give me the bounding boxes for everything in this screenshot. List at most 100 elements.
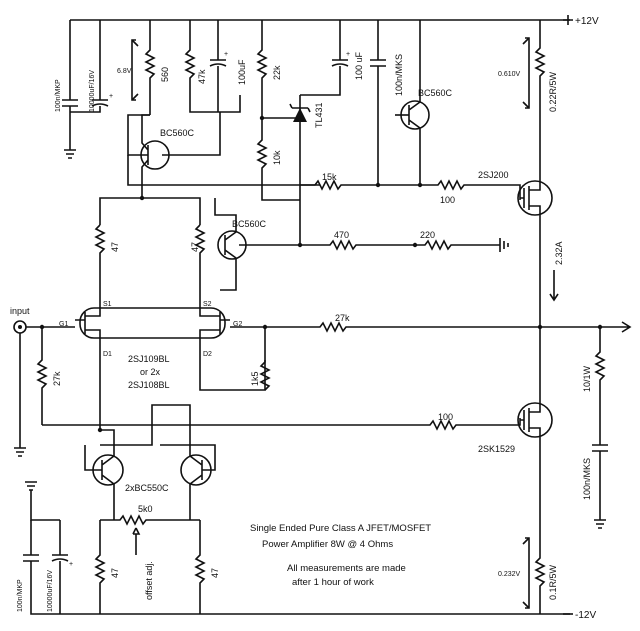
r-47-right-label: 47: [190, 242, 200, 252]
resistor-100-bottom: [42, 418, 521, 431]
pin-g2-label: G2: [233, 321, 242, 328]
resistor-1k5: [259, 327, 271, 391]
note-line-1: Single Ended Pure Class A JFET/MOSFET: [250, 523, 431, 534]
transistor-bc560c-topright: [395, 20, 430, 185]
resistor-47-left: [94, 224, 106, 310]
pin-d2-label: D2: [203, 351, 212, 358]
note-line-4: after 1 hour of work: [292, 577, 374, 588]
r-22k-label: 22k: [272, 65, 282, 80]
zobel-network: [592, 327, 608, 529]
mosfet-2sj200: [517, 178, 553, 225]
c-100n-mks-bot-label: 100n/MKS: [582, 458, 592, 500]
r-47k-label: 47k: [197, 69, 207, 84]
c-100n-mkp-bot-label: 100n/MKP: [17, 579, 24, 612]
note-line-3: All measurements are made: [287, 563, 406, 574]
svg-text:+: +: [224, 51, 228, 58]
resistor-01r: [534, 520, 546, 614]
c-100n-mkp-top-label: 100n/MKP: [55, 79, 62, 112]
resistor-47-right: [194, 224, 206, 310]
resistor-220: [415, 238, 509, 252]
r-27k-fb-label: 27k: [335, 313, 350, 323]
meter-0232v-label: 0.232V: [498, 571, 521, 578]
resistor-47-bottom-right: [194, 520, 206, 614]
positive-rail: [70, 15, 573, 25]
c-100uf-left-label: 100uF: [237, 59, 247, 85]
voltmeter-0232v: [522, 537, 530, 609]
svg-text:+: +: [109, 93, 113, 100]
tl431-label: TL431: [314, 102, 324, 128]
r-220-label: 220: [420, 230, 435, 240]
r-47-bl-label: 47: [110, 568, 120, 578]
meter-6v8-label: 6.8V: [117, 68, 132, 75]
jfet-dual-pair: [75, 307, 266, 430]
input-label: input: [10, 306, 30, 316]
pot-5k0-label: 5k0: [138, 504, 153, 514]
voltmeter-6v8: [131, 39, 139, 101]
r-47-left-label: 47: [110, 242, 120, 252]
diff-pair-tail: [99, 197, 201, 225]
resistor-47k: [184, 20, 241, 113]
r-27k-in-label: 27k: [52, 371, 62, 386]
offset-adj-label: offset adj.: [144, 561, 154, 600]
q-bc560c-left-label: BC560C: [160, 128, 195, 138]
r-10k-label: 10k: [272, 150, 282, 165]
q-2xbc550c-label: 2xBC550C: [125, 483, 169, 493]
current-mirror-2xbc550c: [84, 404, 216, 520]
pin-d1-label: D1: [103, 351, 112, 358]
r-100-bot-label: 100: [438, 412, 453, 422]
r-100-top-label: 100: [440, 195, 455, 205]
r-470-label: 470: [334, 230, 349, 240]
pin-s2-label: S2: [203, 301, 212, 308]
resistor-560: [144, 20, 156, 115]
q-2sj200-label: 2SJ200: [478, 170, 509, 180]
resistor-15k: [300, 179, 420, 191]
r-47-br-label: 47: [210, 568, 220, 578]
capacitor-100n-mks-top: [370, 20, 386, 185]
resistor-100-top: [420, 179, 521, 200]
r-10-1w-label: 10/1W: [582, 365, 592, 392]
capacitor-100uf-left: +: [209, 20, 228, 112]
r-1k5-label: 1k5: [250, 371, 260, 386]
jfet-label-2: or 2x: [140, 367, 161, 377]
note-line-2: Power Amplifier 8W @ 4 Ohms: [262, 539, 393, 550]
current-arrow: [549, 270, 559, 302]
r-560-label: 560: [160, 67, 170, 82]
transistor-bc560c-left: [127, 112, 221, 198]
potentiometer-5k0: [100, 514, 200, 555]
pin-s1-label: S1: [103, 301, 112, 308]
supply-capacitors-top: +: [62, 20, 113, 159]
tl431-reference: +: [289, 20, 350, 240]
input-jack: [13, 320, 75, 457]
resistor-47-bottom-left: [94, 520, 106, 614]
c-100uf-mid-label: 100 uF: [354, 51, 364, 80]
negative-rail-label: -12V: [575, 610, 596, 621]
jfet-label-1: 2SJ109BL: [128, 354, 170, 364]
jfet-label-3: 2SJ108BL: [128, 380, 170, 390]
positive-rail-label: +12V: [575, 16, 599, 27]
transistor-bc560c-mid: [214, 198, 320, 291]
c-100n-mks-top-label: 100n/MKS: [394, 54, 404, 96]
resistor-10k: [256, 118, 300, 201]
c-10000u-top-label: 10000uF/16V: [89, 70, 96, 112]
r-022-label: 0.22R/5W: [548, 71, 558, 112]
resistor-022r: [534, 20, 546, 178]
current-label: 2.32A: [554, 241, 564, 265]
meter-0610v-label: 0.610V: [498, 71, 521, 78]
resistor-27k-feedback: [230, 321, 540, 333]
mosfet-2sk1529: [517, 402, 553, 520]
bias-line: [127, 155, 320, 186]
r-01-label: 0.1R/5W: [548, 564, 558, 600]
svg-text:+: +: [69, 561, 73, 568]
voltmeter-0610v: [522, 37, 530, 109]
q-bc560c-topright-label: BC560C: [418, 88, 453, 98]
c-10000u-bot-label: 10000uF/16V: [47, 570, 54, 612]
r-15k-label: 15k: [322, 172, 337, 182]
resistor-27k-input: [36, 327, 48, 425]
pin-g1-label: G1: [59, 321, 68, 328]
supply-capacitors-bottom: +: [23, 481, 100, 615]
svg-text:+: +: [346, 51, 350, 58]
q-bc560c-mid-label: BC560C: [232, 219, 267, 229]
q-2sk1529-label: 2SK1529: [478, 444, 515, 454]
resistor-22k: [256, 20, 300, 119]
